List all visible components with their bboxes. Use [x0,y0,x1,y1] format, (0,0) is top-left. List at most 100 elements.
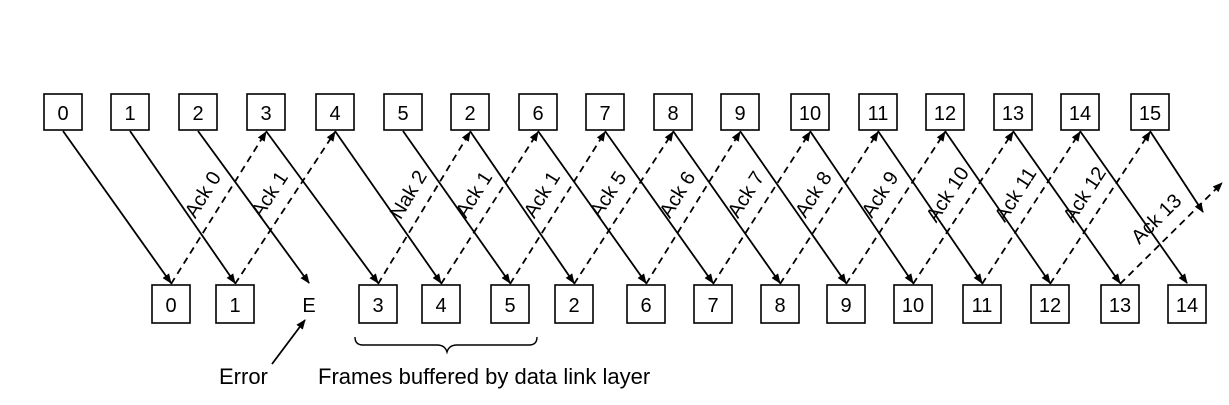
receiver-frame-box [1030,284,1070,324]
sender-frame: 6 [518,93,558,131]
sender-frame: 8 [653,93,693,131]
receiver-frame: 6 [626,284,666,324]
sender-frame-label: 4 [329,103,340,125]
receiver-frame: 12 [1030,284,1070,324]
receiver-frame-box [893,284,933,324]
ack-arrow [234,131,336,285]
sender-frame: 3 [246,93,286,131]
sender-frame-label: 0 [57,103,68,125]
frame-arrow [62,130,172,284]
receiver-frame: 3 [358,284,398,324]
ack-label: Ack 11 [991,164,1042,226]
frame-arrow [877,130,983,284]
receiver-frame-label: 12 [1039,295,1061,317]
receiver-frame: 2 [554,284,594,324]
receiver-frame-label: 5 [504,295,515,317]
ack-label: Ack 12 [1059,163,1111,226]
ack-label: Ack 9 [858,168,904,222]
receiver-frame: E [302,295,315,317]
frame-arrow [129,130,236,284]
ack-arrow [779,131,879,285]
receiver-frame-box [151,284,191,324]
ack-arrow [573,131,674,285]
sender-frame: 4 [315,93,355,131]
receiver-frame: 4 [421,284,461,324]
sender-frame-label: 2 [464,103,475,125]
receiver-frame-label: 0 [165,295,176,317]
sender-frame-label: 11 [868,103,889,125]
sender-frame: 0 [43,93,83,131]
sender-frame-label: 13 [1002,103,1024,125]
receiver-frame-label: 14 [1176,295,1198,317]
frame-arrow [1079,130,1188,284]
frame-arrow [537,130,647,284]
ack-arrow [712,131,811,285]
receiver-frame-box [421,284,461,324]
frame-arrow [672,130,781,284]
sender-frame-label: 6 [532,103,543,125]
receiver-frame-box [760,284,800,324]
receiver-frame-label: 9 [840,295,851,317]
sender-frame: 7 [585,93,625,131]
receiver-frame-label: 10 [902,295,924,317]
frame-arrow [469,130,575,284]
sender-frame: 2 [450,93,490,131]
sender-frame-box [110,93,150,131]
receiver-frame-box [962,284,1002,324]
receiver-frame-label: 1 [229,295,240,317]
ack-label: Ack 1 [520,168,565,222]
sender-frame-box [43,93,83,131]
ack-arrow [377,131,471,285]
frame-arrow [1149,130,1204,213]
sender-frame-box [1130,93,1170,131]
sender-frame-label: 3 [260,103,271,125]
ack-label: Ack 5 [586,168,632,222]
ack-arrow [912,131,1014,285]
receiver-frame-label: 13 [1109,295,1131,317]
receiver-frame-box [554,284,594,324]
receiver-frame-label: 3 [372,295,383,317]
ack-arrow [981,131,1081,285]
receiver-frame-box [1167,284,1207,324]
receiver-frame-box [626,284,666,324]
receiver-frame: 13 [1100,284,1140,324]
receiver-frame-label: 8 [774,295,785,317]
sender-frame-box [925,93,965,131]
frame-arrow [739,130,847,284]
error-frame-label: E [302,295,315,317]
ack-arrow [645,131,741,285]
frame-arrow [402,130,511,284]
sender-frame-box [585,93,625,131]
sender-frame-label: 12 [934,103,956,125]
sender-frame: 5 [383,93,423,131]
sender-frame-label: 5 [397,103,408,125]
ack-arrow [845,131,946,285]
receiver-frame-box [693,284,733,324]
ack-label: Ack 1 [452,168,497,222]
error-label: Error [219,364,268,389]
ack-arrow [170,131,267,285]
frame-arrow [1012,130,1121,284]
sender-frame-label: 7 [599,103,610,125]
receiver-frame: 1 [215,284,255,324]
receiver-frame-box [358,284,398,324]
frame-arrow [265,130,379,284]
frame-arrow [809,130,914,284]
sender-frame-label: 1 [124,103,135,125]
sender-frame-label: 15 [1139,103,1161,125]
ack-label: Ack 6 [655,168,700,222]
receiver-frame: 0 [151,284,191,324]
ack-label: Ack 10 [922,163,974,226]
receiver-frame: 10 [893,284,933,324]
receiver-frame: 14 [1167,284,1207,324]
receiver-frame-box [1100,284,1140,324]
sender-frame: 2 [178,93,218,131]
sender-frame-box [450,93,490,131]
ack-label: Nak 2 [386,167,432,223]
sender-frame: 9 [720,93,760,131]
sender-frame-box [993,93,1033,131]
error-pointer-arrow [271,319,306,365]
ack-label: Ack 7 [724,168,769,222]
